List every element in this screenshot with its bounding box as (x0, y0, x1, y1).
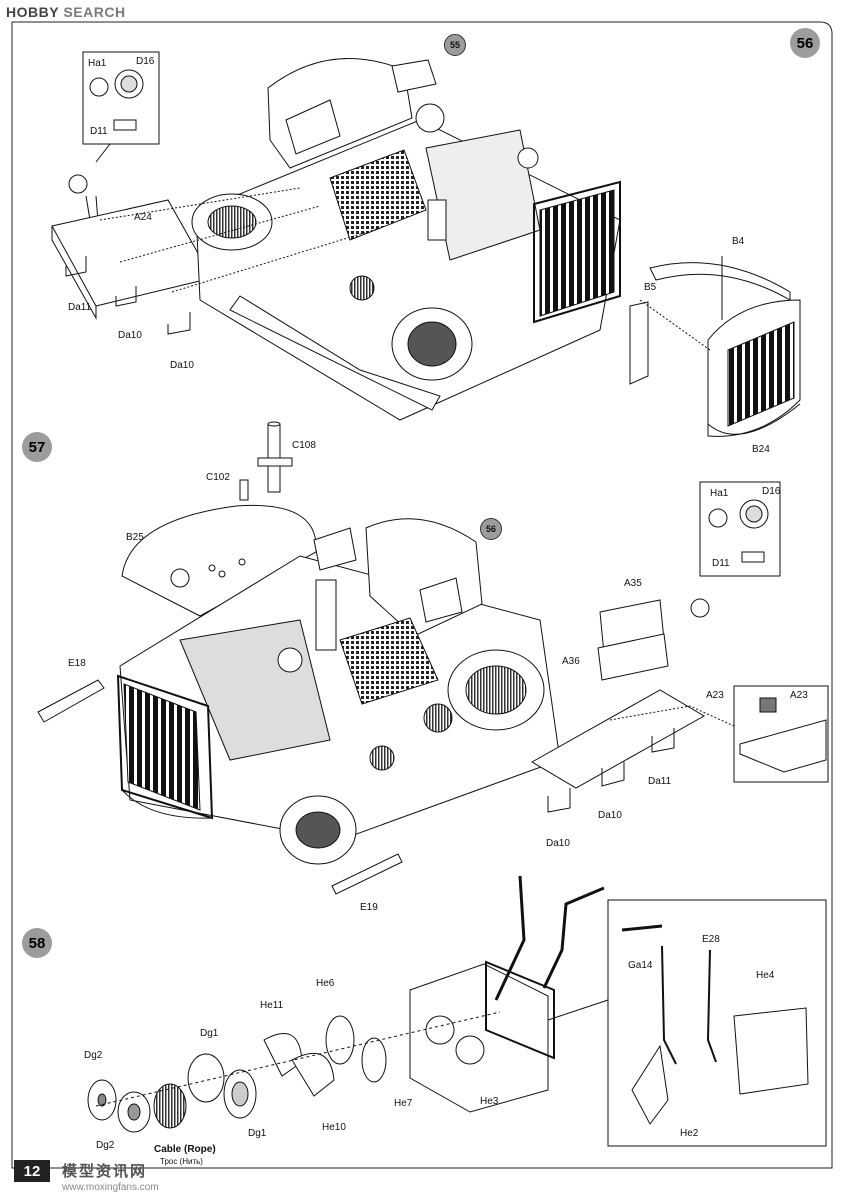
part-label-c102: C102 (206, 472, 230, 483)
part-label-b5: B5 (644, 282, 657, 293)
part-label-da11: Da11 (68, 302, 92, 313)
part-label-a23: A23 (706, 690, 724, 701)
part-label-dg2: Dg2 (84, 1050, 103, 1061)
inset-frame-top (82, 51, 160, 145)
step-56-badge: 56 (790, 28, 820, 58)
moxingfans-url: www.moxingfans.com (62, 1182, 159, 1193)
part-label-a24: A24 (134, 212, 152, 223)
part-label-cable-ru: Трос (Нить) (160, 1157, 203, 1166)
part-label-b25: B25 (126, 532, 144, 543)
part-label-d11: D11 (712, 558, 730, 569)
part-label-ha1: Ha1 (710, 488, 729, 499)
part-label-e18: E18 (68, 658, 86, 669)
step58-assembly (87, 875, 827, 1147)
part-label-e19: E19 (360, 902, 378, 913)
part-label-he3: He3 (480, 1096, 499, 1107)
part-label-a23-inset: A23 (790, 690, 808, 701)
part-label-dg1: Dg1 (200, 1028, 219, 1039)
part-label-da10: Da10 (118, 330, 142, 341)
step-58-badge: 58 (22, 928, 52, 958)
part-label-b24: B24 (752, 444, 770, 455)
part-label-dg1: Dg1 (248, 1128, 267, 1139)
part-label-d11: D11 (90, 126, 108, 137)
page-frame (11, 21, 833, 1169)
step57-assembly (37, 421, 829, 895)
part-label-b4: B4 (732, 236, 745, 247)
step56-assembly (51, 51, 801, 437)
part-label-da11: Da11 (648, 776, 672, 787)
part-label-ga14: Ga14 (628, 960, 653, 971)
part-label-d16: D16 (136, 56, 155, 67)
part-label-da10: Da10 (598, 810, 622, 821)
part-label-he2: He2 (680, 1128, 699, 1139)
part-label-he11: He11 (260, 1000, 284, 1011)
part-label-da10: Da10 (170, 360, 194, 371)
watermark-brand: HOBBY (6, 4, 60, 20)
part-label-ha1: Ha1 (88, 58, 107, 69)
part-label-da10: Da10 (546, 838, 570, 849)
watermark-search: SEARCH (63, 4, 126, 20)
step-56-callout: 56 (480, 518, 502, 540)
part-label-a35: A35 (624, 578, 642, 589)
part-label-a36: A36 (562, 656, 580, 667)
part-label-d16: D16 (762, 486, 781, 497)
moxingfans-watermark: 模型资讯网 (62, 1163, 148, 1180)
part-label-he7: He7 (394, 1098, 413, 1109)
hobbysearch-watermark: HOBBY SEARCH (6, 4, 126, 20)
part-label-he6: He6 (316, 978, 335, 989)
part-label-e28: E28 (702, 934, 720, 945)
step-57-badge: 57 (22, 432, 52, 462)
part-label-he10: He10 (322, 1122, 346, 1133)
part-label-cable: Cable (Rope) (154, 1144, 216, 1155)
page-number: 12 (14, 1160, 50, 1182)
part-label-dg2: Dg2 (96, 1140, 115, 1151)
part-label-c108: C108 (292, 440, 316, 451)
step-55-callout-a: 55 (444, 34, 466, 56)
part-label-he4: He4 (756, 970, 775, 981)
